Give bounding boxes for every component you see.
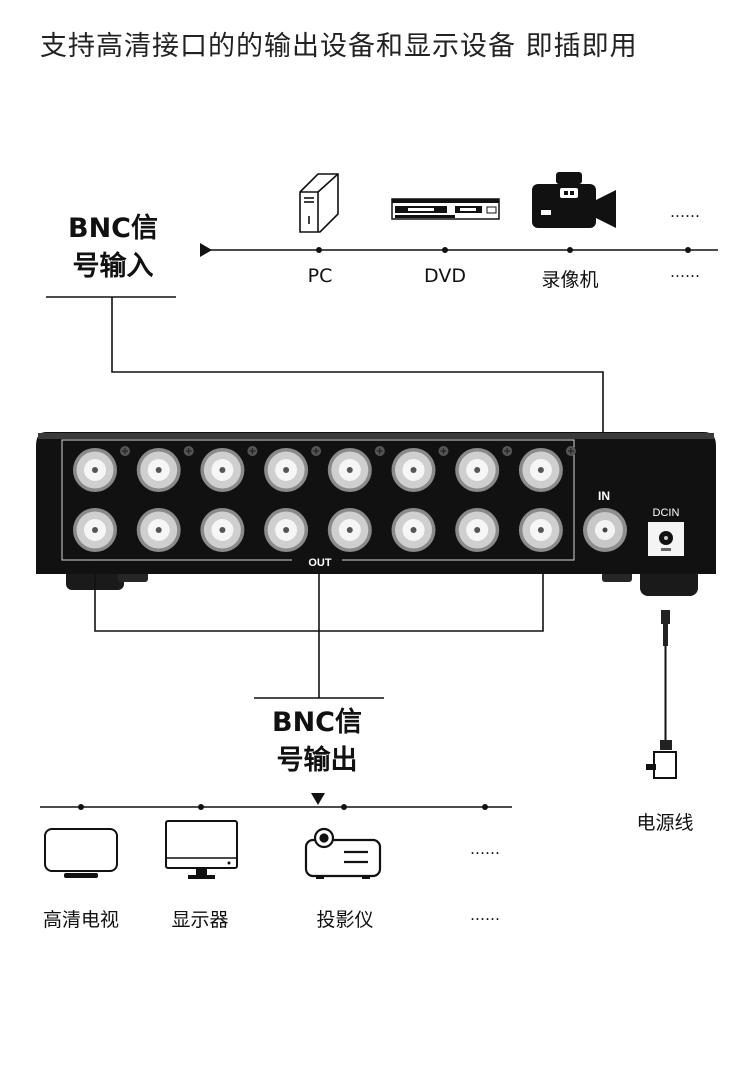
pc-tower-icon xyxy=(299,173,339,233)
screw-icon xyxy=(311,446,322,456)
output-label-line2: 号输出 xyxy=(276,745,358,776)
output-label-line1: BNC信 xyxy=(272,707,362,738)
screw-icon xyxy=(247,446,258,456)
bnc-port xyxy=(136,448,181,492)
displays-more-label: …… xyxy=(470,906,500,924)
input-label-line1: BNC信 xyxy=(68,213,158,244)
dcin-label: DCIN xyxy=(653,507,680,519)
out-label: OUT xyxy=(308,557,332,569)
bnc-port xyxy=(264,448,309,492)
input-label-line2: 号输入 xyxy=(72,251,154,282)
bnc-port xyxy=(73,448,117,492)
bnc-port xyxy=(327,508,372,552)
bnc-port xyxy=(391,448,436,492)
bnc-port xyxy=(518,508,563,552)
output-label: BNC信 号输出 xyxy=(262,704,372,780)
screw-icon xyxy=(502,446,513,456)
bnc-port xyxy=(136,508,181,552)
video-camera-icon xyxy=(532,172,616,228)
bnc-port xyxy=(518,448,563,492)
bnc-port xyxy=(455,508,500,552)
bnc-port xyxy=(200,508,245,552)
power-label: 电源线 xyxy=(636,812,694,834)
input-arrow-icon xyxy=(200,243,212,257)
projector-icon xyxy=(304,827,382,879)
page-title: 支持高清接口的的输出设备和显示设备 即插即用 xyxy=(40,31,638,62)
tv-icon xyxy=(44,828,118,878)
screw-icon xyxy=(120,446,130,456)
screw-icon xyxy=(183,446,194,456)
source-dots xyxy=(316,247,691,253)
in-label: IN xyxy=(598,489,610,503)
display-dots xyxy=(78,804,488,810)
bnc-port xyxy=(327,448,372,492)
output-wiring xyxy=(40,567,544,808)
input-wiring xyxy=(46,249,718,440)
monitor-icon xyxy=(165,820,238,879)
input-label: BNC信 号输入 xyxy=(58,210,168,286)
display-label-projector: 投影仪 xyxy=(316,909,374,931)
dvd-player-icon xyxy=(391,198,500,220)
sources-more-label: …… xyxy=(670,263,700,281)
output-arrow-icon xyxy=(311,793,325,805)
input-port xyxy=(583,508,627,552)
screw-icon xyxy=(438,446,449,456)
bnc-port xyxy=(391,508,436,552)
displays-more: …… xyxy=(470,840,500,858)
dc-input xyxy=(648,522,684,556)
source-label-dvd: DVD xyxy=(424,265,466,287)
bnc-port xyxy=(264,508,309,552)
sources-more: …… xyxy=(670,203,700,221)
display-label-tv: 高清电视 xyxy=(42,909,119,931)
bnc-port xyxy=(200,448,245,492)
source-label-pc: PC xyxy=(307,265,333,287)
screws xyxy=(120,446,576,456)
source-label-camera: 录像机 xyxy=(541,269,599,291)
output-ports xyxy=(73,448,563,552)
power-cable-icon xyxy=(646,610,677,779)
bnc-port xyxy=(455,448,500,492)
screw-icon xyxy=(565,446,576,456)
screw-icon xyxy=(374,446,385,456)
display-label-monitor: 显示器 xyxy=(171,909,229,931)
bnc-port xyxy=(73,508,117,552)
